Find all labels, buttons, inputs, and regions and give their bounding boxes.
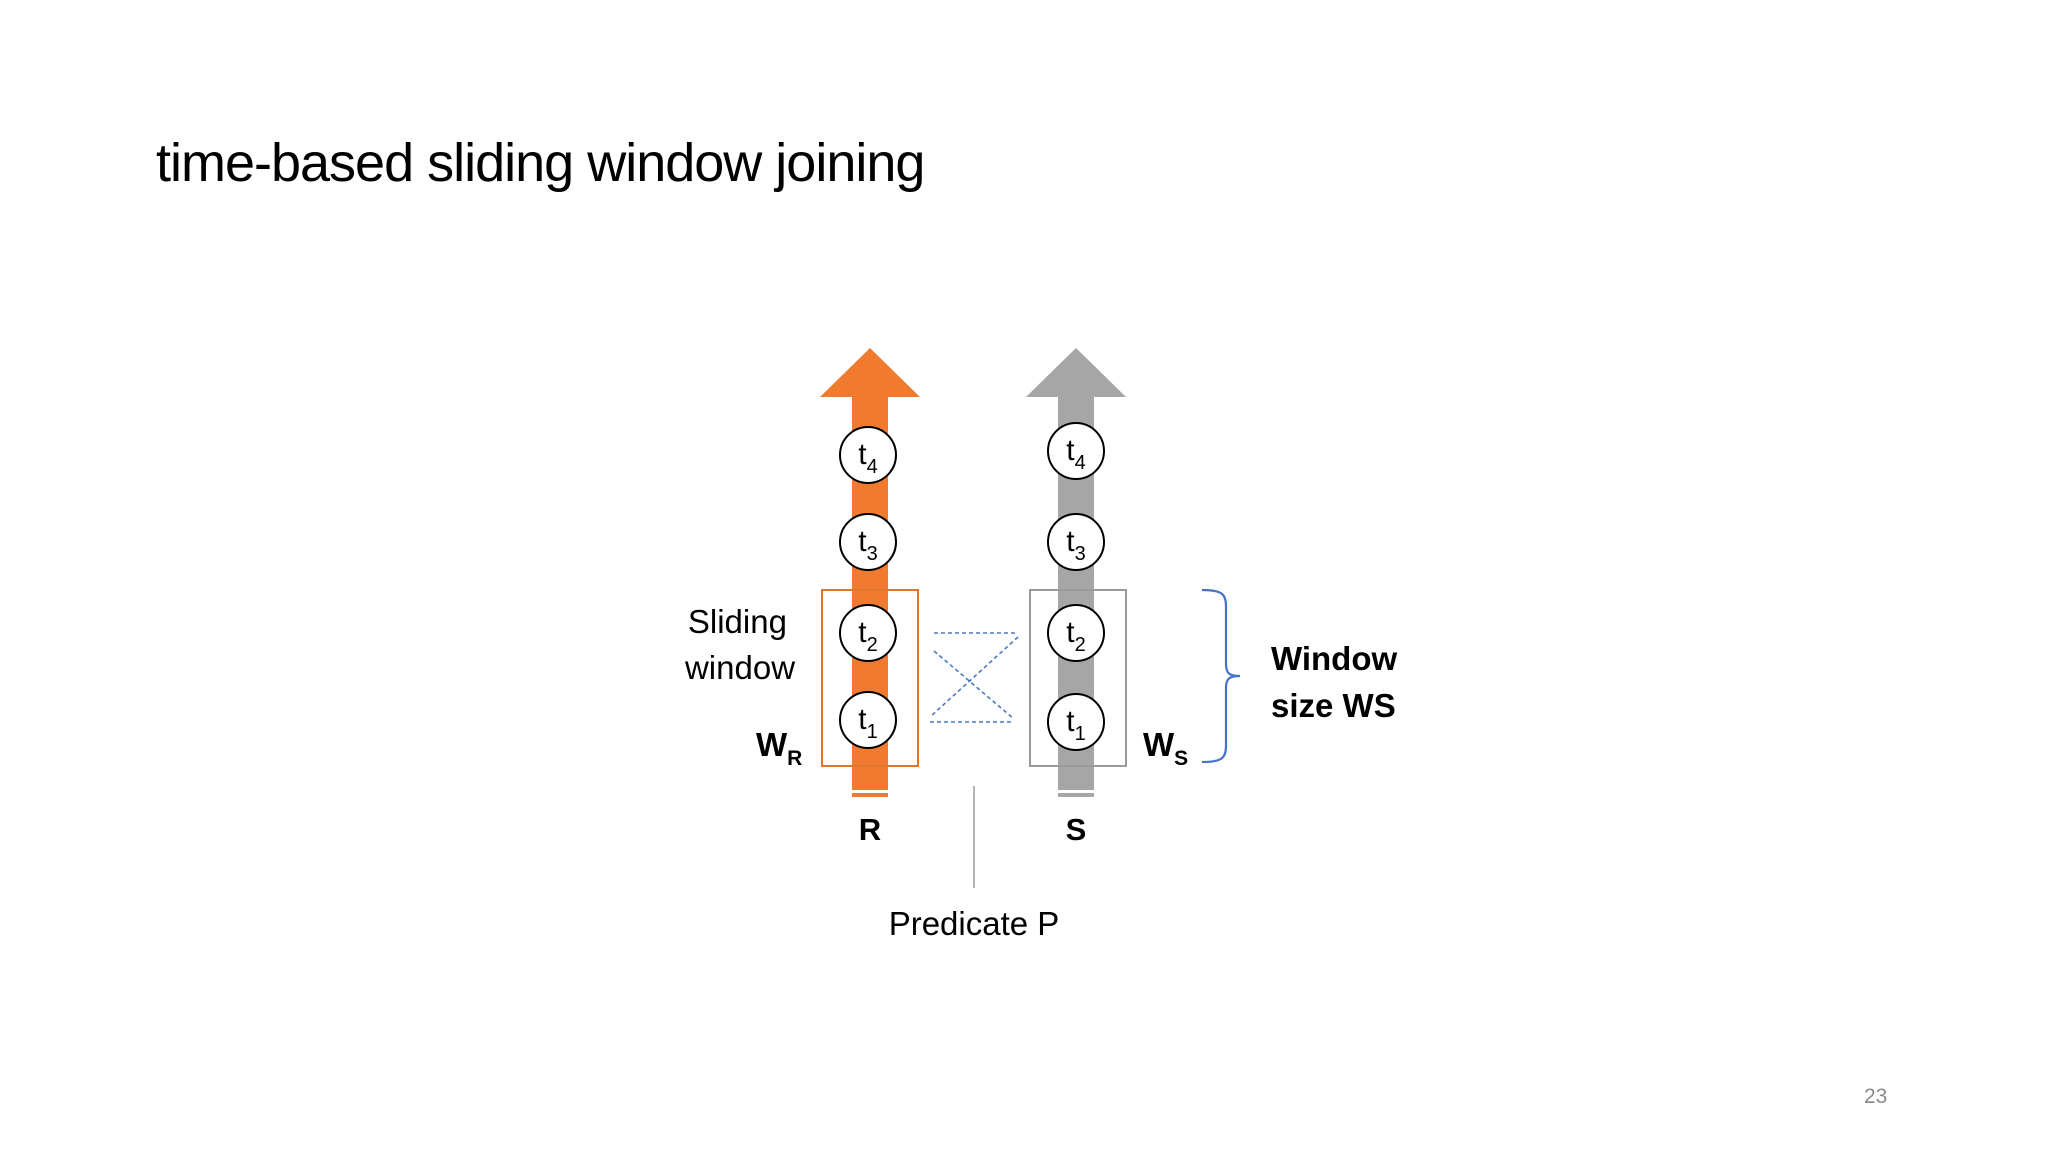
window-size-brace — [1201, 588, 1241, 764]
join-line-diag-2 — [929, 636, 1019, 718]
svg-text:t2: t2 — [1066, 616, 1085, 656]
stream-s-name: S — [1066, 812, 1087, 847]
tuple-circle: t1 — [839, 691, 897, 749]
window-s-frame — [1029, 589, 1127, 767]
page-number: 23 — [1864, 1085, 1888, 1108]
svg-text:t2: t2 — [858, 616, 877, 656]
svg-text:t4: t4 — [1066, 434, 1085, 474]
window-r-frame — [821, 589, 919, 767]
stream-r-tail-stripes — [852, 786, 888, 797]
stream-s-tail-stripes — [1058, 786, 1094, 797]
tuple-circle: t2 — [839, 604, 897, 662]
stream-r-arrowhead — [820, 348, 920, 397]
join-lines — [929, 632, 1019, 723]
predicate-label: Predicate P — [889, 905, 1060, 942]
tuple-circle: t3 — [839, 513, 897, 571]
svg-text:t4: t4 — [858, 438, 877, 478]
tuple-circle: t2 — [1047, 604, 1105, 662]
svg-text:t3: t3 — [1066, 525, 1085, 565]
stream-s-arrowhead — [1026, 348, 1126, 397]
sliding-window-label: Sliding window — [684, 603, 796, 686]
svg-text:t3: t3 — [858, 525, 877, 565]
window-s-label: WS — [1143, 726, 1188, 770]
stream-s-tuples: t4 t3 t2 t1 — [1047, 422, 1105, 751]
tuple-circle: t3 — [1047, 513, 1105, 571]
tuple-circle: t4 — [1047, 422, 1105, 480]
svg-text:t1: t1 — [858, 703, 877, 743]
stream-r-tuples: t4 t3 t2 t1 — [839, 426, 897, 749]
window-size-label: Window size WS — [1271, 640, 1406, 724]
stream-r-name: R — [859, 812, 881, 847]
join-line-diag-1 — [933, 650, 1015, 720]
tuple-circle: t4 — [839, 426, 897, 484]
tuple-circle: t1 — [1047, 693, 1105, 751]
svg-text:t1: t1 — [1066, 705, 1085, 745]
slide-title: time-based sliding window joining — [156, 133, 925, 193]
window-r-label: WR — [756, 726, 802, 770]
